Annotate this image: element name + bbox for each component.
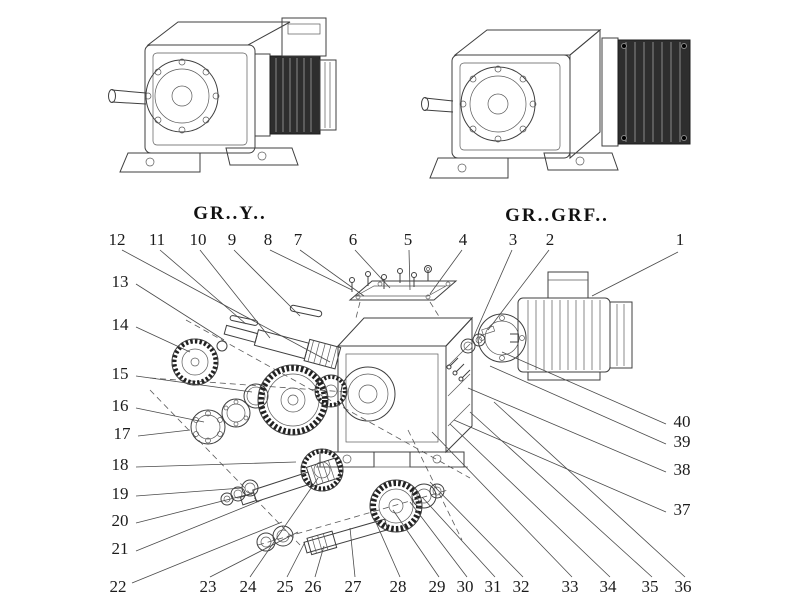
callout-7: 7: [294, 230, 303, 249]
callout-21: 21: [112, 539, 129, 558]
cover-bolts: [349, 265, 432, 292]
model-label-gr-grf: GR..GRF..: [505, 205, 609, 226]
callout-31: 31: [485, 577, 502, 596]
callout-25: 25: [277, 577, 294, 596]
output-shaft-assembly: [223, 324, 342, 370]
callout-12: 12: [109, 230, 126, 249]
callout-37: 37: [674, 500, 692, 519]
leader-lines: [121, 249, 686, 584]
callout-15: 15: [112, 364, 129, 383]
callout-30: 30: [457, 577, 474, 596]
callout-23: 23: [200, 577, 217, 596]
callout-3: 3: [509, 230, 518, 249]
callout-32: 32: [513, 577, 530, 596]
callout-34: 34: [600, 577, 618, 596]
callout-16: 16: [112, 396, 129, 415]
exploded-diagram: [149, 265, 633, 556]
ring-gear: [171, 338, 269, 409]
callout-2: 2: [546, 230, 555, 249]
callout-1: 1: [676, 230, 685, 249]
intermediate-shaft-assembly: [220, 448, 344, 506]
gearbox-housing: [316, 316, 474, 468]
callout-9: 9: [228, 230, 237, 249]
motor-assembly: [477, 271, 633, 381]
bearings: [190, 398, 251, 445]
bottom-shaft-assembly: [256, 479, 445, 556]
callout-26: 26: [305, 577, 322, 596]
callout-14: 14: [112, 315, 130, 334]
callout-39: 39: [674, 432, 691, 451]
model-label-gr-y: GR..Y..: [193, 203, 266, 224]
large-gear-pair: [257, 364, 348, 436]
cover-plate: [348, 280, 458, 319]
callout-numbers: 12 11 10 9 8 7 6 5 4 3 2 1 13 14 15 16 1…: [109, 230, 692, 596]
callout-8: 8: [264, 230, 273, 249]
callout-18: 18: [112, 455, 129, 474]
product-drawing-gr-y: [108, 17, 337, 173]
callout-13: 13: [112, 272, 129, 291]
callout-17: 17: [114, 424, 132, 443]
callout-38: 38: [674, 460, 691, 479]
callout-36: 36: [675, 577, 692, 596]
callout-35: 35: [642, 577, 659, 596]
shaft-keys: [216, 304, 323, 352]
callout-40: 40: [674, 412, 691, 431]
callout-6: 6: [349, 230, 358, 249]
callout-24: 24: [240, 577, 258, 596]
callout-28: 28: [390, 577, 407, 596]
product-drawing-gr-grf: [421, 28, 691, 179]
callout-22: 22: [110, 577, 127, 596]
callout-33: 33: [562, 577, 579, 596]
callout-11: 11: [149, 230, 165, 249]
callout-20: 20: [112, 511, 129, 530]
callout-19: 19: [112, 484, 129, 503]
callout-27: 27: [345, 577, 363, 596]
input-shaft-parts: [446, 325, 496, 382]
callout-10: 10: [190, 230, 207, 249]
callout-29: 29: [429, 577, 446, 596]
callout-5: 5: [404, 230, 413, 249]
callout-4: 4: [459, 230, 468, 249]
